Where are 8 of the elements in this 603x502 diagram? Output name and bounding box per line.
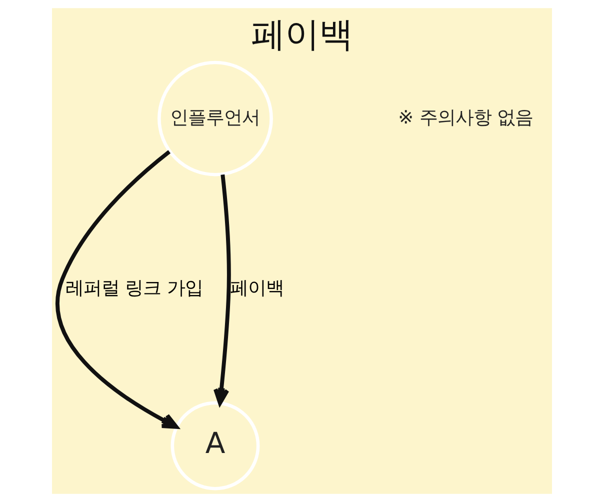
edge-label: 레퍼럴 링크 가입 bbox=[64, 278, 203, 299]
arrow bbox=[212, 174, 230, 406]
label: ※ 주의사항 없음 bbox=[398, 107, 533, 128]
diagram-title: 페이백 bbox=[250, 15, 352, 56]
node-circle: 인플루언서 bbox=[157, 60, 272, 176]
edge-label: 페이백 bbox=[229, 278, 284, 299]
node-circle: A bbox=[170, 401, 260, 490]
arrow bbox=[55, 150, 178, 429]
